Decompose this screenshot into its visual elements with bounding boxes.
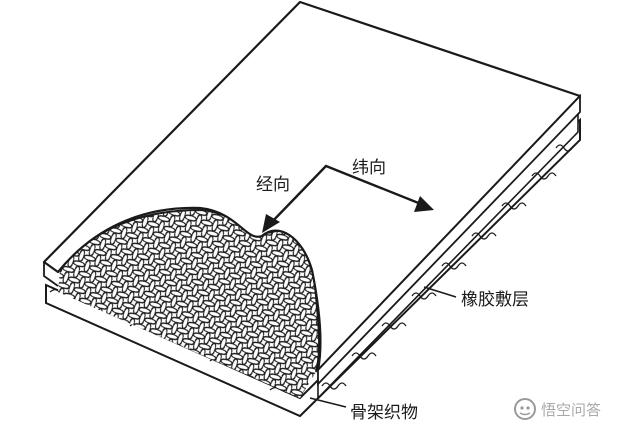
top-layer-edge [317, 93, 581, 387]
watermark: 悟空问答 [513, 396, 601, 422]
edge-weave-marks [321, 144, 573, 390]
weft-label: 纬向 [352, 158, 386, 178]
warp-label: 经向 [256, 175, 290, 195]
rubber-layer-label: 橡胶敷层 [461, 290, 529, 310]
leader-lines [309, 286, 457, 408]
skeleton-fabric-label: 骨架织物 [350, 403, 418, 423]
watermark-text: 悟空问答 [541, 400, 602, 419]
warp-arrow-icon [266, 164, 328, 228]
weft-arrow-icon [324, 164, 423, 206]
direction-arrows [266, 164, 423, 228]
watermark-logo-icon [514, 398, 536, 420]
top-rubber-layer [42, 0, 582, 372]
